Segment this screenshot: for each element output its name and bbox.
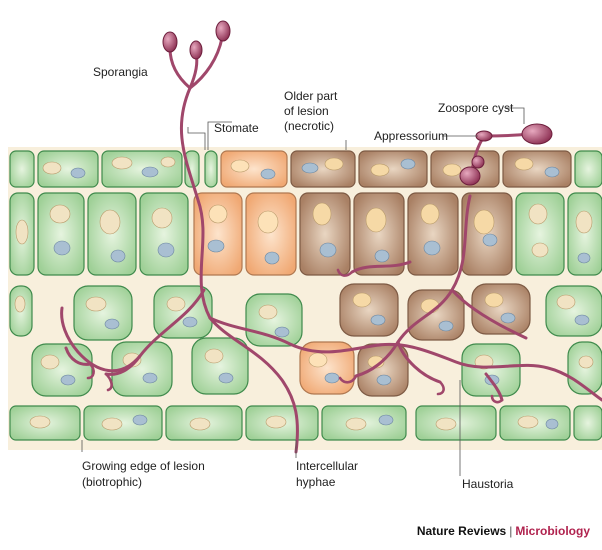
palisade-layer: [9, 192, 602, 276]
label-haustoria: Haustoria: [462, 477, 514, 491]
zoospore-cyst: [521, 123, 553, 145]
label-growing-edge-line1: Growing edge of lesion: [82, 459, 205, 473]
label-older-part-line2: of lesion: [284, 104, 329, 118]
label-intercellular-line2: hyphae: [296, 475, 336, 489]
label-appressorium: Appressorium: [374, 129, 448, 143]
lower-epidermis: [9, 405, 602, 441]
infection-vesicle: [459, 166, 481, 186]
label-intercellular-line1: Intercellular: [296, 459, 358, 473]
infection-vesicle-2: [471, 155, 485, 169]
label-zoospore-cyst: Zoospore cyst: [438, 101, 514, 115]
label-sporangia: Sporangia: [93, 65, 148, 79]
label-growing-edge-line2: (biotrophic): [82, 475, 142, 489]
appressorium: [475, 130, 493, 142]
sporangia: [162, 20, 231, 60]
zoospore-cyst-group: [459, 123, 553, 186]
label-older-part-line3: (necrotic): [284, 119, 334, 133]
intercellular-hyphae: [60, 86, 602, 454]
credit-separator: |: [509, 524, 513, 538]
credit-publisher: Nature Reviews: [416, 524, 507, 538]
cell-organelles: [14, 156, 594, 431]
leader-lines: [81, 107, 525, 476]
label-older-part-line1: Older part: [284, 89, 338, 103]
haustoria: [86, 268, 504, 404]
credit-journal: Microbiology: [515, 524, 590, 538]
label-stomate: Stomate: [214, 121, 259, 135]
credit-line: Nature Reviews|Microbiology: [417, 524, 590, 538]
